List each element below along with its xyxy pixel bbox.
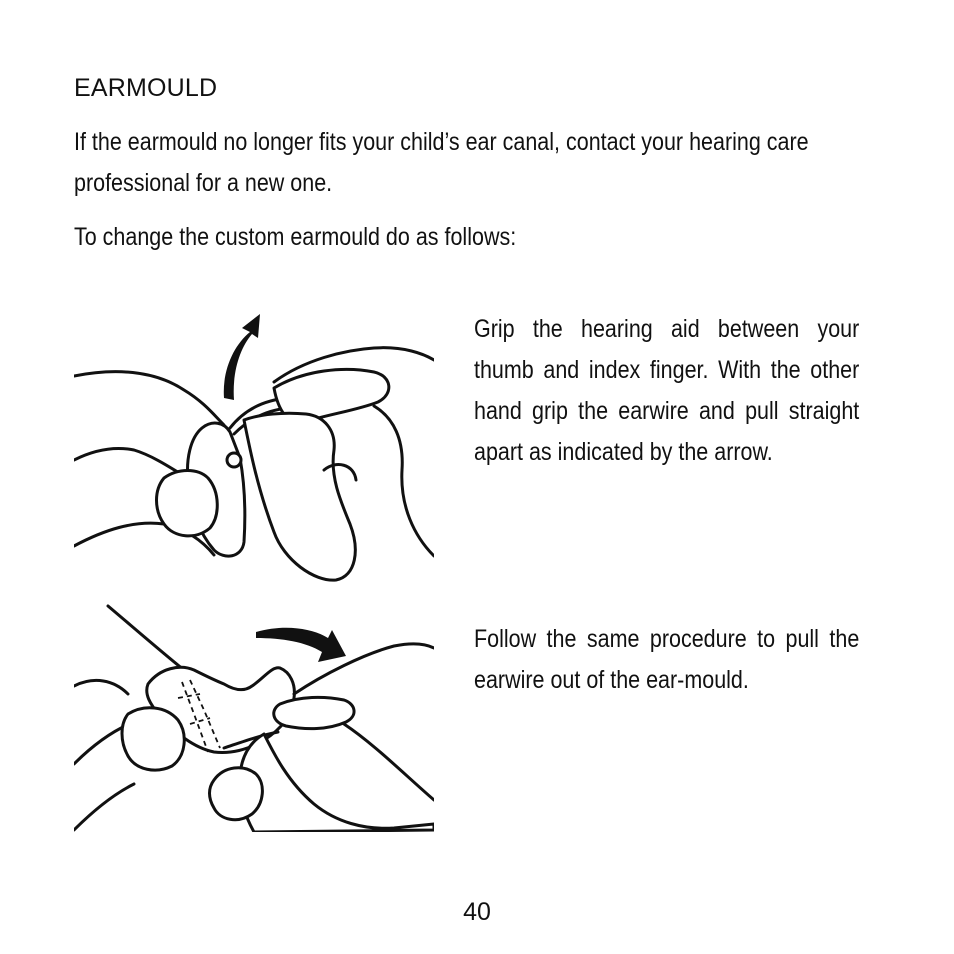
step-1-text: Grip the hearing aid between your thumb … <box>474 315 860 466</box>
pull-arrow-icon <box>223 314 260 400</box>
page-number: 40 <box>463 898 491 926</box>
step-2-illustration <box>74 604 434 832</box>
step-2-text: Follow the same procedure to pull the ea… <box>474 625 860 694</box>
step-1-illustration <box>74 314 434 582</box>
section-heading: EARMOULD <box>74 74 218 102</box>
instruction-paragraph: To change the custom earmould do as foll… <box>74 223 517 251</box>
intro-paragraph: If the earmould no longer fits your chil… <box>74 128 809 197</box>
pull-arrow-icon <box>256 627 346 662</box>
